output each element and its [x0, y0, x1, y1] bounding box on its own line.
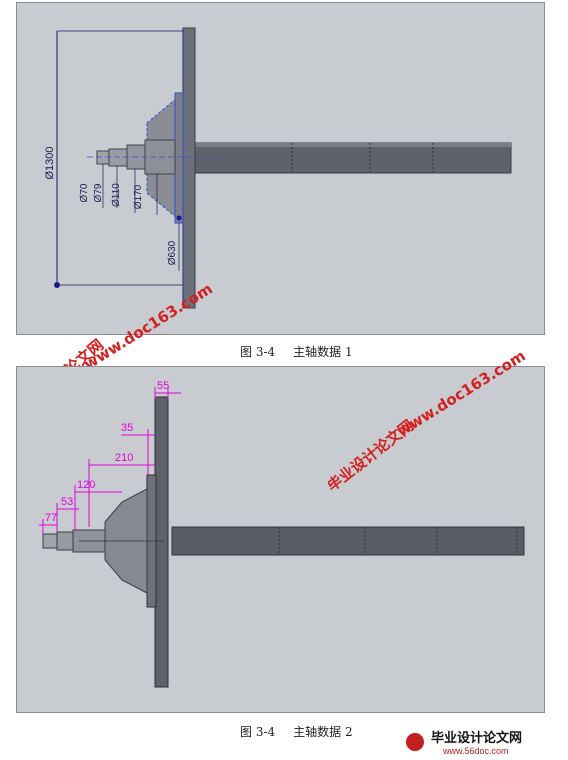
watermark-4-name: 毕业设计论文网: [328, 416, 417, 495]
footer-logo-url: www.56doc.com: [442, 746, 509, 756]
logo-mark-icon: [406, 733, 424, 751]
figure-2-panel: 55 35 210 120 53 77: [16, 366, 545, 713]
dim-210-label: 210: [115, 452, 133, 464]
beam-shaft: [171, 526, 525, 556]
shaft-step-79: [108, 148, 128, 167]
figure-1-caption: 图 3-4 主轴数据 1: [240, 343, 353, 360]
figure-2-caption: 图 3-4 主轴数据 2: [240, 723, 353, 740]
dim-55-label: 55: [157, 380, 169, 392]
dimension-set: [39, 387, 181, 534]
dim-120-label: 120: [77, 479, 95, 491]
watermark-3: www.doc163.com: [395, 347, 529, 441]
beam-highlight: [193, 143, 511, 147]
footer-logo-name: 毕业设计论文网: [431, 730, 522, 745]
footer-logo-art: 毕业设计论文网 www.56doc.com: [406, 730, 522, 756]
dim-35-label: 35: [121, 422, 133, 434]
dim-170-label: Ø170: [133, 184, 144, 209]
watermark-4: 毕业设计论文网: [328, 416, 417, 495]
dim-53-label: 53: [61, 496, 73, 508]
figure-1-drawing: Ø1300 Ø70 Ø79 Ø110 Ø170 Ø630: [44, 27, 512, 309]
shaft-step-70: [96, 150, 110, 165]
shaft-step-53: [56, 531, 74, 551]
watermark-1: www.doc163.com: [81, 280, 216, 374]
dim-110-label: Ø110: [111, 183, 122, 207]
figure-1-caption-number: 图 3-4: [240, 345, 276, 359]
hub-ring: [174, 92, 184, 224]
dim-70-label: Ø70: [79, 183, 90, 202]
dim-1300-label: Ø1300: [44, 146, 56, 179]
figure-2-caption-text: 主轴数据 2: [293, 725, 353, 739]
dim-handle-630: [176, 215, 182, 221]
figure-1-panel: Ø1300 Ø70 Ø79 Ø110 Ø170 Ø630: [16, 2, 545, 335]
dim-79-label: Ø79: [93, 183, 104, 202]
dim-77-label: 77: [45, 512, 57, 524]
dim-630-label: Ø630: [167, 240, 178, 265]
big-disk: [154, 396, 169, 688]
shaft-step-77: [42, 533, 58, 549]
figure-2-drawing: 55 35 210 120 53 77: [39, 380, 525, 688]
beam-shaft: [192, 142, 512, 174]
footer-logo: 毕业设计论文网 www.56doc.com: [405, 728, 565, 756]
figure-1-caption-text: 主轴数据 1: [293, 345, 353, 359]
figure-2-caption-number: 图 3-4: [240, 725, 276, 739]
dim-handle: [54, 282, 60, 288]
